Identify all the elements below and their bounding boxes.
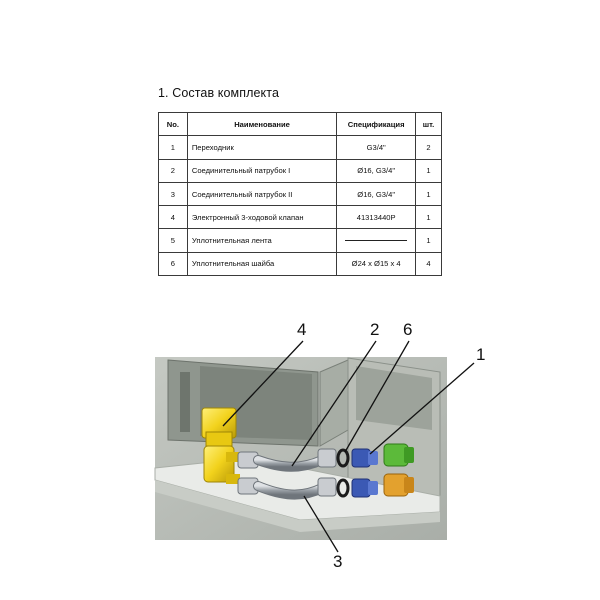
table-row: 2 Соединительный патрубок I Ø16, G3/4" 1 — [158, 158, 442, 183]
adapter-lower — [351, 478, 378, 498]
row-spec: Ø16, G3/4" — [336, 158, 417, 183]
figure-background — [155, 357, 447, 540]
blank-spec-line — [345, 240, 408, 242]
row-name: Соединительный патрубок II — [186, 181, 338, 207]
mounting-shelf — [154, 457, 441, 521]
row-qty: 4 — [415, 251, 442, 277]
row-qty: 2 — [415, 135, 442, 160]
row-name: Соединительный патрубок I — [186, 158, 338, 183]
orange-port-fitting — [383, 473, 414, 497]
leader-line-4 — [222, 340, 304, 427]
table-row: 1 Переходник G3/4" 2 — [158, 135, 442, 160]
kit-contents-table: No. Наименование Спецификация шт. 1 Пере… — [158, 111, 442, 277]
row-qty: 1 — [415, 228, 442, 253]
row-no: 1 — [158, 135, 188, 160]
table-row: 4 Электронный 3-ходовой клапан 41313440P… — [158, 205, 442, 230]
table-row: 5 Уплотнительная лента 1 — [158, 228, 442, 253]
three-way-valve — [201, 407, 240, 484]
callout-2: 2 — [370, 320, 380, 339]
row-name: Электронный 3-ходовой клапан — [186, 205, 338, 230]
row-spec — [336, 228, 417, 253]
header-no: No. — [158, 111, 188, 137]
table-row: 3 Соединительный патрубок II Ø16, G3/4" … — [158, 181, 442, 207]
callout-4: 4 — [297, 320, 307, 339]
header-qty: шт. — [415, 111, 442, 137]
section-title: 1. Состав комплекта — [158, 86, 279, 100]
row-spec: Ø16, G3/4" — [336, 181, 417, 207]
adapter-upper — [351, 448, 378, 468]
row-spec: G3/4" — [336, 135, 417, 160]
row-name: Переходник — [186, 135, 338, 160]
callout-1: 1 — [476, 345, 486, 364]
row-no: 4 — [158, 205, 188, 230]
connecting-pipe-upper — [237, 448, 337, 472]
header-spec: Спецификация — [336, 111, 417, 137]
leader-line-1 — [369, 362, 475, 455]
callout-3: 3 — [333, 552, 343, 571]
row-no: 6 — [158, 251, 188, 277]
row-qty: 1 — [415, 205, 442, 230]
callout-6: 6 — [403, 320, 413, 339]
row-spec: Ø24 x Ø15 x 4 — [336, 251, 417, 277]
sealing-washer-upper — [336, 448, 350, 468]
table-row: 6 Уплотнительная шайба Ø24 x Ø15 x 4 4 — [158, 251, 442, 277]
row-qty: 1 — [415, 181, 442, 207]
unit-housing — [167, 357, 441, 511]
row-no: 3 — [158, 181, 188, 207]
table-header-row: No. Наименование Спецификация шт. — [158, 111, 442, 137]
row-spec: 41313440P — [336, 205, 417, 230]
header-name: Наименование — [186, 111, 338, 137]
leader-line-6 — [344, 340, 410, 453]
row-no: 2 — [158, 158, 188, 183]
leader-line-3 — [303, 495, 339, 553]
row-qty: 1 — [415, 158, 442, 183]
sealing-washer-lower — [336, 478, 350, 498]
green-port-fitting — [383, 443, 414, 467]
row-no: 5 — [158, 228, 188, 253]
row-name: Уплотнительная лента — [186, 228, 338, 253]
row-name: Уплотнительная шайба — [186, 251, 338, 277]
leader-line-2 — [291, 340, 377, 467]
connecting-pipe-lower — [237, 477, 337, 500]
